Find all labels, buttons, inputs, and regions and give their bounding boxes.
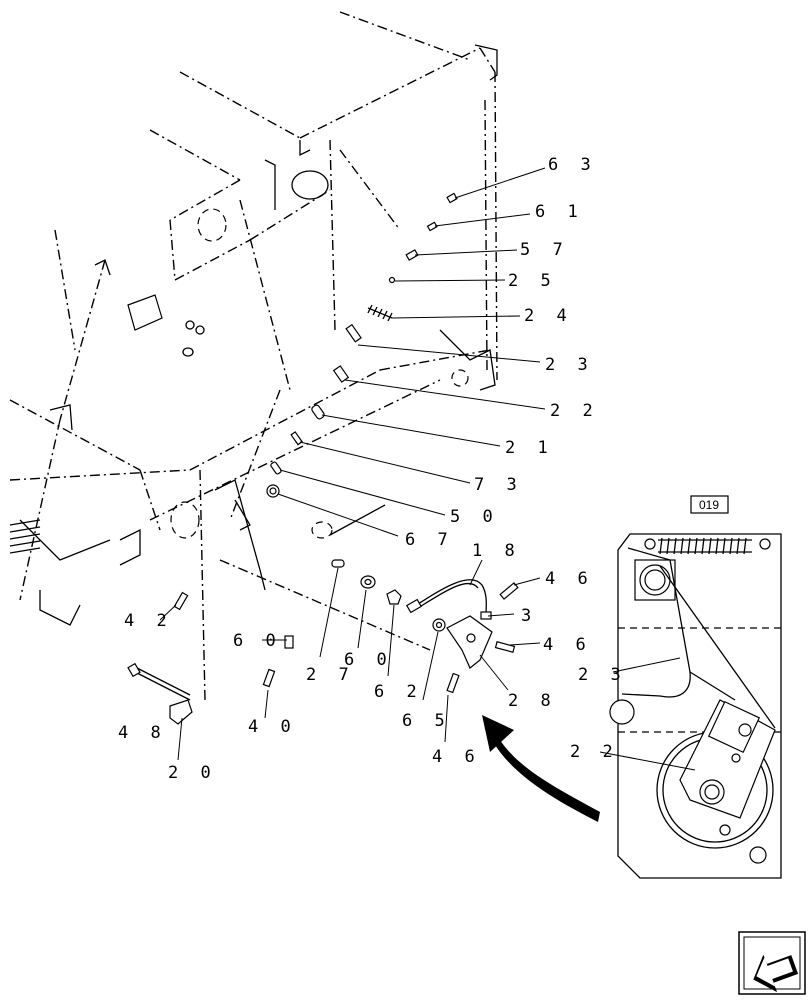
callout-60-b: 6 0 [233,631,282,651]
exploded-parts [127,192,519,725]
callout-48: 4 8 [118,723,167,743]
leader-lines [159,167,546,761]
callout-61: 6 1 [535,202,584,222]
callout-22-inset: 2 2 [570,742,619,762]
detail-ref-box [690,495,729,514]
spring-24 [367,304,393,322]
callout-labels: 6 3 6 1 5 7 2 5 2 4 2 3 2 2 2 1 7 3 5 0 … [118,155,599,783]
callout-42: 4 2 [124,611,173,631]
navigation-arrow-icon[interactable] [738,931,806,998]
callout-57: 5 7 [520,240,569,260]
callout-73: 7 3 [474,475,523,495]
callout-46-b: 4 6 [543,635,592,655]
curved-arrow [482,715,600,822]
cutoff-hatch [9,519,41,554]
detail-ref-label: 019 [699,498,719,512]
inset-spring [644,537,771,555]
callout-50: 5 0 [450,507,499,527]
callout-46-c: 4 6 [432,747,481,767]
callout-22: 2 2 [550,401,599,421]
callout-63: 6 3 [548,155,597,175]
callout-25: 2 5 [508,271,557,291]
callout-28: 2 8 [508,691,557,711]
callout-23: 2 3 [545,355,594,375]
callout-21: 2 1 [505,438,554,458]
frame-holes [127,170,469,539]
callout-3: 3 [521,606,537,626]
callout-60-a: 6 0 [344,650,393,670]
detail-inset: 019 [570,495,782,879]
callout-27: 2 7 [306,665,355,685]
callout-40: 4 0 [248,717,297,737]
callout-67: 6 7 [405,530,454,550]
callout-18: 1 8 [472,541,521,561]
callout-24: 2 4 [524,306,573,326]
callout-23-inset: 2 3 [578,665,627,685]
frame-outline [9,11,498,701]
callout-62: 6 2 [374,682,423,702]
callout-20: 2 0 [168,763,217,783]
callout-65: 6 5 [402,711,451,731]
frame-solid-edges [19,44,498,626]
callout-46-a: 4 6 [545,569,594,589]
